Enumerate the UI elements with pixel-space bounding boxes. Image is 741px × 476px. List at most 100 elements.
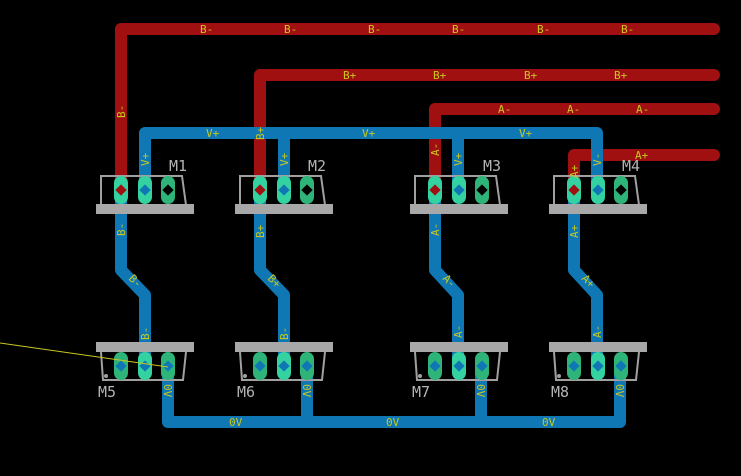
trace-b-minus[interactable] bbox=[115, 23, 720, 194]
label-a-plus: A+ bbox=[635, 149, 649, 162]
label-b-minus: B- bbox=[115, 105, 128, 118]
module-silkscreen-bar bbox=[410, 204, 508, 214]
pin1-marker bbox=[418, 374, 422, 378]
module-name: M2 bbox=[308, 157, 326, 175]
module-outline bbox=[414, 351, 501, 381]
label-a-minus: A- bbox=[591, 325, 604, 338]
module-m5[interactable]: M5 bbox=[96, 342, 194, 401]
label-a-plus: A+ bbox=[568, 224, 581, 238]
module-outline bbox=[414, 175, 501, 206]
label-v-plus: V+ bbox=[452, 152, 465, 166]
module-silkscreen-bar bbox=[549, 204, 647, 214]
label-0v: 0V bbox=[300, 384, 313, 398]
drill-hole bbox=[254, 360, 266, 372]
pin1-marker bbox=[243, 374, 247, 378]
module-outline bbox=[553, 351, 640, 381]
label-b-minus: B- bbox=[537, 23, 550, 36]
label-b-minus: B- bbox=[621, 23, 634, 36]
drill-hole bbox=[568, 360, 580, 372]
trace-m4-m8[interactable] bbox=[568, 184, 603, 371]
label-b-minus: B- bbox=[452, 23, 465, 36]
drill-hole bbox=[615, 360, 627, 372]
drill-hole bbox=[278, 184, 290, 196]
module-outline bbox=[100, 175, 187, 206]
label-b-plus: B+ bbox=[254, 224, 267, 238]
label-v-minus: V- bbox=[591, 153, 604, 166]
trace-m3-m7[interactable] bbox=[429, 184, 464, 371]
module-m3[interactable]: M3 bbox=[410, 157, 508, 214]
label-a-minus: A- bbox=[429, 223, 442, 236]
label-b-plus: B+ bbox=[433, 69, 447, 82]
label-b-minus: B- bbox=[368, 23, 381, 36]
module-name: M3 bbox=[483, 157, 501, 175]
module-m4[interactable]: M4 bbox=[549, 157, 647, 214]
module-name: M5 bbox=[98, 383, 116, 401]
drill-hole bbox=[429, 184, 441, 196]
drill-hole bbox=[453, 360, 465, 372]
module-outline bbox=[239, 175, 326, 206]
trace-0v[interactable] bbox=[162, 359, 626, 428]
module-silkscreen-bar bbox=[235, 204, 333, 214]
module-name: M1 bbox=[169, 157, 187, 175]
module-m8[interactable]: M8 bbox=[549, 342, 647, 401]
label-b-minus: B- bbox=[200, 23, 213, 36]
module-silkscreen-bar bbox=[410, 342, 508, 352]
pin1-marker bbox=[104, 374, 108, 378]
module-m2[interactable]: M2 bbox=[235, 157, 333, 214]
module-silkscreen-bar bbox=[235, 342, 333, 352]
drill-hole bbox=[476, 360, 488, 372]
label-b-plus: B+ bbox=[254, 126, 267, 140]
module-silkscreen-bar bbox=[96, 342, 194, 352]
label-0v: 0V bbox=[229, 416, 243, 429]
label-v-plus: V+ bbox=[139, 152, 152, 166]
module-name: M6 bbox=[237, 383, 255, 401]
label-b-minus: B- bbox=[115, 223, 128, 236]
label-a-minus: A- bbox=[567, 103, 580, 116]
drill-hole bbox=[615, 184, 627, 196]
module-m7[interactable]: M7 bbox=[410, 342, 508, 401]
label-v-plus: V+ bbox=[278, 152, 291, 166]
drill-hole bbox=[301, 360, 313, 372]
pin1-marker bbox=[557, 374, 561, 378]
trace-a-minus[interactable] bbox=[429, 103, 720, 194]
drill-hole bbox=[278, 360, 290, 372]
label-a-minus: A- bbox=[452, 325, 465, 338]
trace-v-plus[interactable] bbox=[139, 127, 603, 196]
trace-b-plus[interactable] bbox=[254, 69, 720, 194]
module-m1[interactable]: M1 bbox=[96, 157, 194, 214]
label-a-minus: A- bbox=[498, 103, 511, 116]
module-m6[interactable]: M6 bbox=[235, 342, 333, 401]
label-b-minus: B- bbox=[139, 327, 152, 340]
label-0v: 0V bbox=[161, 384, 174, 398]
label-b-plus: B+ bbox=[614, 69, 628, 82]
label-b-minus: B- bbox=[278, 327, 291, 340]
label-0v: 0V bbox=[542, 416, 556, 429]
module-outline bbox=[553, 175, 640, 206]
drill-hole bbox=[592, 184, 604, 196]
module-name: M8 bbox=[551, 383, 569, 401]
trace-m1-m5[interactable] bbox=[115, 184, 151, 371]
drill-hole bbox=[476, 184, 488, 196]
module-silkscreen-bar bbox=[96, 204, 194, 214]
label-v-plus: V+ bbox=[519, 127, 533, 140]
label-0v: 0V bbox=[474, 384, 487, 398]
drill-hole bbox=[429, 360, 441, 372]
label-a-plus: A+ bbox=[568, 164, 581, 178]
module-outline bbox=[239, 351, 326, 381]
trace-m2-m6[interactable] bbox=[254, 184, 290, 371]
label-a-minus: A- bbox=[636, 103, 649, 116]
drill-hole bbox=[139, 184, 151, 196]
label-0v: 0V bbox=[613, 384, 626, 398]
label-b-plus: B+ bbox=[524, 69, 538, 82]
drill-hole bbox=[453, 184, 465, 196]
drill-hole bbox=[301, 184, 313, 196]
drill-hole bbox=[568, 184, 580, 196]
drill-hole bbox=[162, 184, 174, 196]
drill-hole bbox=[162, 360, 174, 372]
label-0v: 0V bbox=[386, 416, 400, 429]
module-name: M4 bbox=[622, 157, 640, 175]
module-silkscreen-bar bbox=[549, 342, 647, 352]
label-v-plus: V+ bbox=[362, 127, 376, 140]
label-a-minus: A- bbox=[429, 143, 442, 156]
